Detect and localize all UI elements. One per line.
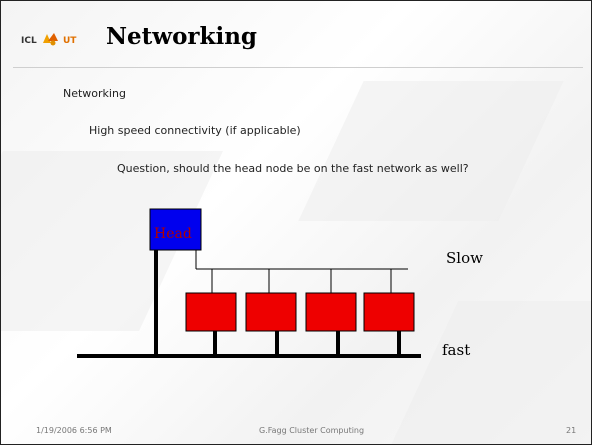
footer-date: 1/19/2006 6:56 PM [36,426,112,435]
bullet-level-3: Question, should the head node be on the… [117,162,469,175]
compute-node [245,292,297,332]
icl-ut-logo: ICL UT [21,33,77,46]
head-node [149,208,202,251]
slide-title: Networking [106,23,258,50]
footer-title: G.Fagg Cluster Computing [259,426,365,435]
slide-number: 21 [566,426,577,435]
head-node-label: Head [154,226,192,242]
compute-node [305,292,357,332]
bullet-level-1: Networking [63,87,126,100]
compute-node [185,292,237,332]
fast-network-label: fast [442,341,470,359]
slow-network-label: Slow [446,249,483,267]
bullet-level-2: High speed connectivity (if applicable) [89,124,301,137]
title-divider [13,67,583,68]
compute-node [363,292,415,332]
svg-text:ICL: ICL [21,36,37,46]
svg-text:UT: UT [63,36,77,46]
